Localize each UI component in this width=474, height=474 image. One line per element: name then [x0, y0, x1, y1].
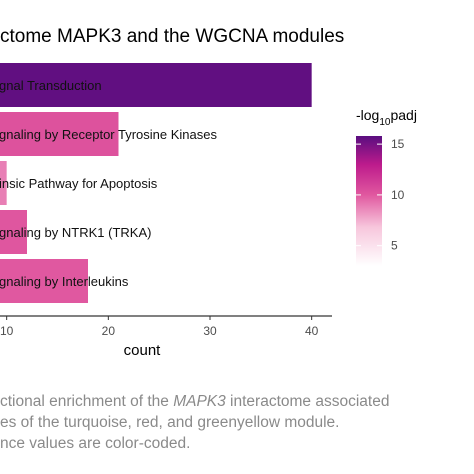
x-tick-label-3: 30 [203, 324, 217, 338]
legend-tick-label-1: 5 [391, 239, 398, 253]
bar-2 [0, 112, 119, 156]
legend-title-main: -log [356, 107, 379, 123]
x-axis-title: count [124, 342, 162, 359]
caption-line-3: nce values are color-coded. [0, 435, 191, 452]
bar-3 [0, 161, 7, 205]
legend-tick-label-3: 15 [391, 137, 405, 151]
bar-labels-layer: gnal Transduction gnaling by Receptor Tyr… [0, 78, 217, 289]
legend-title-suffix: padj [390, 107, 416, 123]
bar-label-5: gnaling by Interleukins [0, 274, 129, 289]
bars-layer [0, 63, 312, 303]
caption-line-2: es of the turquoise, red, and greenyello… [0, 414, 340, 431]
bar-label-1: gnal Transduction [0, 78, 102, 93]
bar-label-3: insic Pathway for Apoptosis [0, 176, 158, 191]
legend-title: -log10padj [356, 107, 417, 128]
legend-ticks-layer: 5 10 15 [356, 137, 405, 253]
caption-line-1-pre: ctional enrichment of the [0, 393, 174, 410]
bar-4 [0, 210, 27, 254]
caption-gene-name: MAPK3 [173, 393, 226, 410]
chart-title: ctome MAPK3 and the WGCNA modules [0, 26, 344, 47]
bar-1 [0, 63, 312, 107]
enrichment-bar-chart: ctome MAPK3 and the WGCNA modules gnal T… [0, 26, 417, 359]
legend-title-sub: 10 [379, 117, 391, 128]
caption-line-1: ctional enrichment of the MAPK3 interact… [0, 391, 474, 412]
legend-tick-label-2: 10 [391, 188, 405, 202]
bar-label-2: gnaling by Receptor Tyrosine Kinases [0, 127, 217, 142]
caption-line-1-post: interactome associated [225, 393, 390, 410]
legend-colorbar [356, 136, 382, 266]
x-tick-label-2: 20 [102, 324, 116, 338]
bar-label-4: gnaling by NTRK1 (TRKA) [0, 225, 151, 240]
x-ticks-layer: 10 20 30 40 [0, 316, 319, 338]
x-tick-label-4: 40 [305, 324, 319, 338]
figure-caption: ctional enrichment of the MAPK3 interact… [0, 391, 474, 454]
x-tick-label-1: 10 [0, 324, 14, 338]
bar-5 [0, 259, 88, 303]
